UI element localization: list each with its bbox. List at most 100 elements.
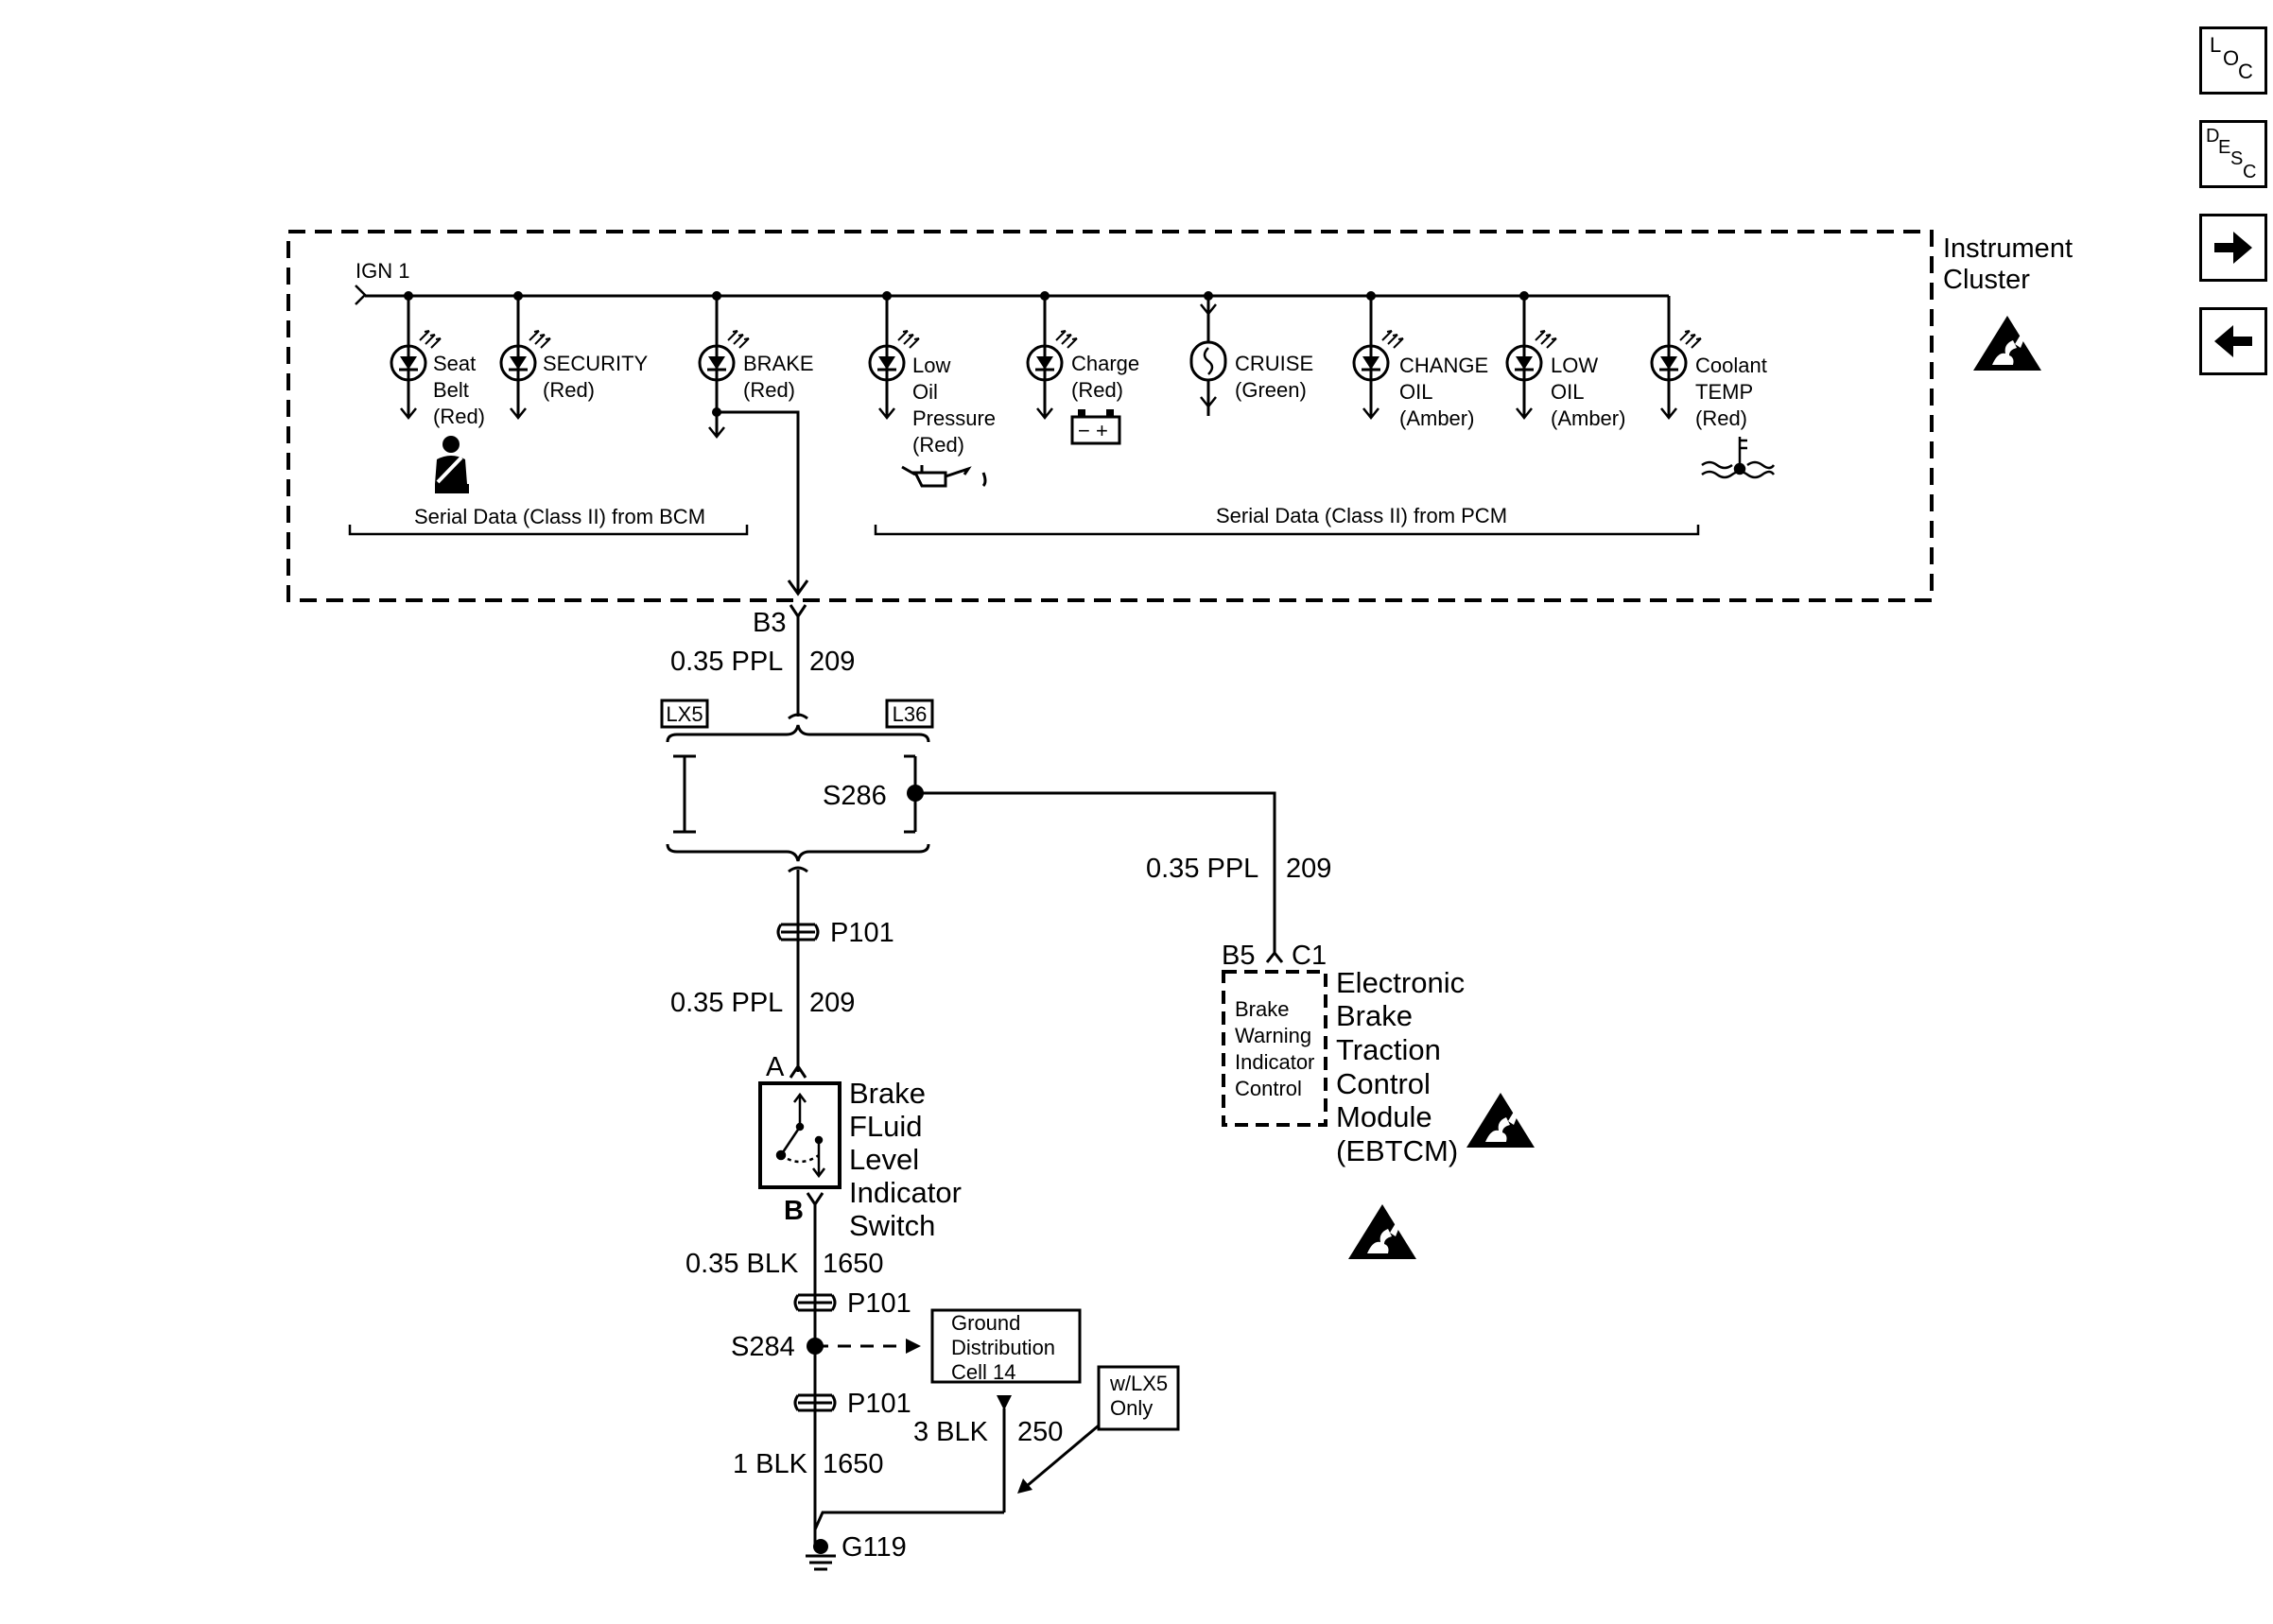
lamp-label: OIL	[1551, 380, 1584, 404]
desc-letter-4: C	[2243, 162, 2256, 182]
pcm-bus-label: Serial Data (Class II) from PCM	[1216, 504, 1507, 527]
note-line: w/LX5	[1109, 1372, 1168, 1395]
option-brace-top	[666, 724, 930, 743]
instrument-cluster-title-line2: Cluster	[1943, 265, 2030, 295]
esd-warning-icon	[1466, 1093, 1535, 1148]
esd-warning-icon	[1973, 316, 2041, 371]
circuit-number-1650: 1650	[823, 1449, 884, 1479]
connector-p101-c-label: P101	[847, 1389, 911, 1419]
note-line: Only	[1110, 1396, 1153, 1420]
option-box-lx5	[660, 699, 709, 729]
lamp-label: CHANGE	[1399, 354, 1488, 377]
lamp-label: (Green)	[1235, 378, 1307, 402]
ign-label: IGN 1	[356, 259, 409, 283]
lamp-seat-belt: Seat Belt (Red)	[390, 291, 485, 428]
pin-a-label: A	[766, 1052, 785, 1082]
loc-icon: L O C	[2210, 33, 2253, 83]
desc-button[interactable]: D E S C	[2199, 120, 2267, 188]
battery-icon: − +	[1070, 409, 1121, 445]
option-l36-label: L36	[893, 702, 928, 726]
lamp-security: SECURITY (Red)	[499, 291, 649, 421]
lamp-change-oil: CHANGE OIL (Amber)	[1352, 291, 1488, 430]
lamp-label: Coolant	[1695, 354, 1767, 377]
lamp-brake: BRAKE (Red)	[698, 291, 814, 440]
left-arrow-icon	[2214, 325, 2252, 357]
lamp-label: Belt	[433, 378, 469, 402]
lamp-label: TEMP	[1695, 380, 1753, 404]
wire-size-blk: 0.35 BLK	[685, 1249, 799, 1279]
brake-lamp-wire	[717, 410, 800, 592]
lamp-label: LOW	[1551, 354, 1598, 377]
back-button[interactable]	[2199, 307, 2267, 375]
switch-symbol	[775, 1092, 825, 1179]
lx5-jumper	[673, 754, 696, 834]
lamp-low-oil: LOW OIL (Amber)	[1505, 291, 1625, 430]
forward-button[interactable]	[2199, 214, 2267, 282]
ebtcm-inner-line: Brake	[1235, 997, 1289, 1021]
circuit-number-ebtcm: 209	[1286, 854, 1331, 884]
lamp-label: (Red)	[743, 378, 795, 402]
connector-p101-a-label: P101	[830, 918, 894, 948]
ebtcm-inner-line: Control	[1235, 1077, 1302, 1100]
brake-fluid-switch	[758, 1081, 842, 1189]
wire-size-mid: 0.35 PPL	[670, 988, 783, 1018]
lx5-only-note	[1097, 1365, 1180, 1431]
option-lx5-label: LX5	[666, 702, 703, 726]
wire-size-ebtcm: 0.35 PPL	[1146, 854, 1258, 884]
lamp-label: (Red)	[433, 405, 485, 428]
wire-size-3blk: 3 BLK	[913, 1417, 989, 1447]
lamp-label: (Amber)	[1551, 406, 1625, 430]
circuit-number-mid: 209	[809, 988, 855, 1018]
ebtcm-inner-line: Indicator	[1235, 1050, 1314, 1074]
ground-g119-label: G119	[842, 1532, 907, 1563]
ebtcm-title-line: (EBTCM)	[1336, 1134, 1458, 1167]
lamp-label: Seat	[433, 352, 476, 375]
lamp-label: Oil	[912, 380, 938, 404]
ebtcm-title-line: Module	[1336, 1100, 1432, 1133]
lamp-charge: Charge (Red)	[1026, 291, 1139, 421]
lamp-label: Charge	[1071, 352, 1139, 375]
ground-box-line: Ground	[951, 1311, 1020, 1335]
ebtcm-title-line: Traction	[1336, 1033, 1441, 1066]
lamp-label: SECURITY	[543, 352, 649, 375]
lamp-label: (Red)	[543, 378, 595, 402]
bcm-bus-bracket	[348, 525, 749, 536]
esd-warning-icon	[1348, 1204, 1416, 1259]
lamp-low-oil-pressure: Low Oil Pressure (Red)	[868, 291, 996, 457]
option-brace-bottom	[666, 843, 930, 862]
desc-letter-3: S	[2230, 148, 2243, 169]
circuit-number-top: 209	[809, 647, 855, 677]
loc-button[interactable]: L O C	[2199, 26, 2267, 95]
switch-title-line: Level	[849, 1143, 919, 1176]
desc-letter-1: D	[2206, 126, 2219, 147]
ground-box-line: Cell 14	[951, 1360, 1015, 1384]
lamp-label: (Amber)	[1399, 406, 1474, 430]
battery-symbol: − +	[1078, 419, 1108, 442]
ebtcm-title-line: Brake	[1336, 999, 1413, 1032]
ground-box-line: Distribution	[951, 1336, 1055, 1359]
wire-size-1blk: 1 BLK	[733, 1449, 808, 1479]
ebtcm-title-line: Control	[1336, 1067, 1431, 1100]
desc-letter-2: E	[2218, 137, 2230, 158]
circuit-number-blk: 1650	[823, 1249, 884, 1279]
circuit-number-250: 250	[1017, 1417, 1063, 1447]
lamp-label: Pressure	[912, 406, 996, 430]
lamp-label: CRUISE	[1235, 352, 1313, 375]
ground-distribution-box[interactable]	[930, 1308, 1082, 1384]
loc-letter-1: L	[2210, 33, 2221, 57]
lamp-coolant-temp: Coolant TEMP (Red)	[1650, 296, 1767, 430]
connector-b3: B3	[753, 608, 786, 638]
splice-s284-label: S284	[731, 1332, 795, 1362]
switch-title-line: Brake	[849, 1077, 926, 1110]
coolant-temp-icon	[1701, 437, 1776, 479]
switch-title-line: Switch	[849, 1209, 935, 1242]
lamp-label: (Red)	[912, 433, 964, 457]
lamp-label: Low	[912, 354, 950, 377]
ebtcm-title-line: Electronic	[1336, 966, 1465, 999]
seat-belt-icon	[435, 436, 469, 493]
lamp-cruise: CRUISE (Green)	[1189, 291, 1313, 416]
ebtcm-boundary	[1222, 970, 1327, 1127]
loc-letter-3: C	[2238, 60, 2253, 83]
oil-can-icon	[901, 465, 987, 488]
